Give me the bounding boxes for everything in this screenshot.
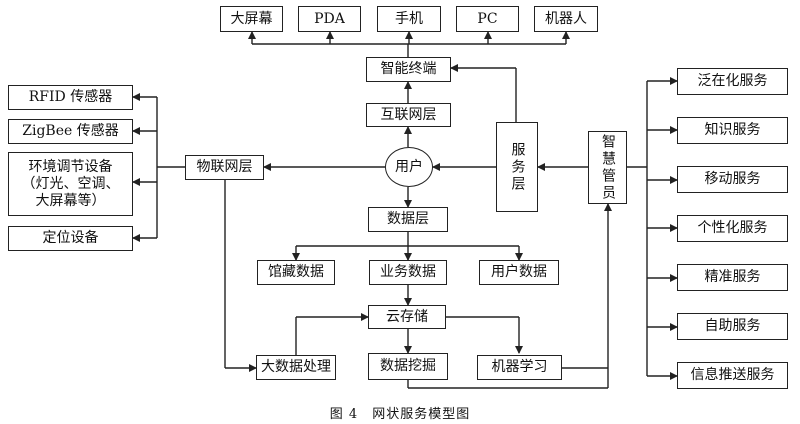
device-robot: 机器人 xyxy=(534,6,598,32)
service-precision: 精准服务 xyxy=(677,264,788,291)
iot-layer-box: 物联网层 xyxy=(185,155,264,180)
device-pc: PC xyxy=(456,6,519,32)
figure-caption: 图 4 网状服务模型图 xyxy=(329,407,471,422)
service-knowledge: 知识服务 xyxy=(677,117,788,144)
smart-terminal-box: 智能终端 xyxy=(366,57,451,82)
device-pda: PDA xyxy=(298,6,361,32)
positioning-device-box: 定位设备 xyxy=(8,226,133,251)
device-phone: 手机 xyxy=(377,6,441,32)
zigbee-sensor-box: ZigBee 传感器 xyxy=(8,119,133,144)
big-data-processing-box: 大数据处理 xyxy=(256,355,336,380)
data-mining-box: 数据挖掘 xyxy=(368,353,448,380)
device-big-screen: 大屏幕 xyxy=(220,6,283,32)
business-data-box: 业务数据 xyxy=(369,260,447,285)
service-mobile: 移动服务 xyxy=(677,166,788,193)
cloud-storage-box: 云存储 xyxy=(368,305,446,329)
user-node: 用户 xyxy=(385,147,433,187)
service-layer-box: 服务层 xyxy=(496,122,538,212)
rfid-sensor-box: RFID 传感器 xyxy=(8,85,133,110)
service-info-push: 信息推送服务 xyxy=(677,362,788,389)
internet-layer-box: 互联网层 xyxy=(366,103,451,127)
collection-data-box: 馆藏数据 xyxy=(257,260,335,285)
service-self-help: 自助服务 xyxy=(677,313,788,340)
service-ubiquitous: 泛在化服务 xyxy=(677,68,788,95)
data-layer-box: 数据层 xyxy=(368,207,448,232)
user-data-box: 用户数据 xyxy=(479,260,559,285)
smart-manager-box: 智慧管员 xyxy=(588,131,627,204)
environment-device-box: 环境调节设备 （灯光、空调、 大屏幕等） xyxy=(8,152,133,216)
service-personalized: 个性化服务 xyxy=(677,215,788,242)
machine-learning-box: 机器学习 xyxy=(477,355,562,380)
